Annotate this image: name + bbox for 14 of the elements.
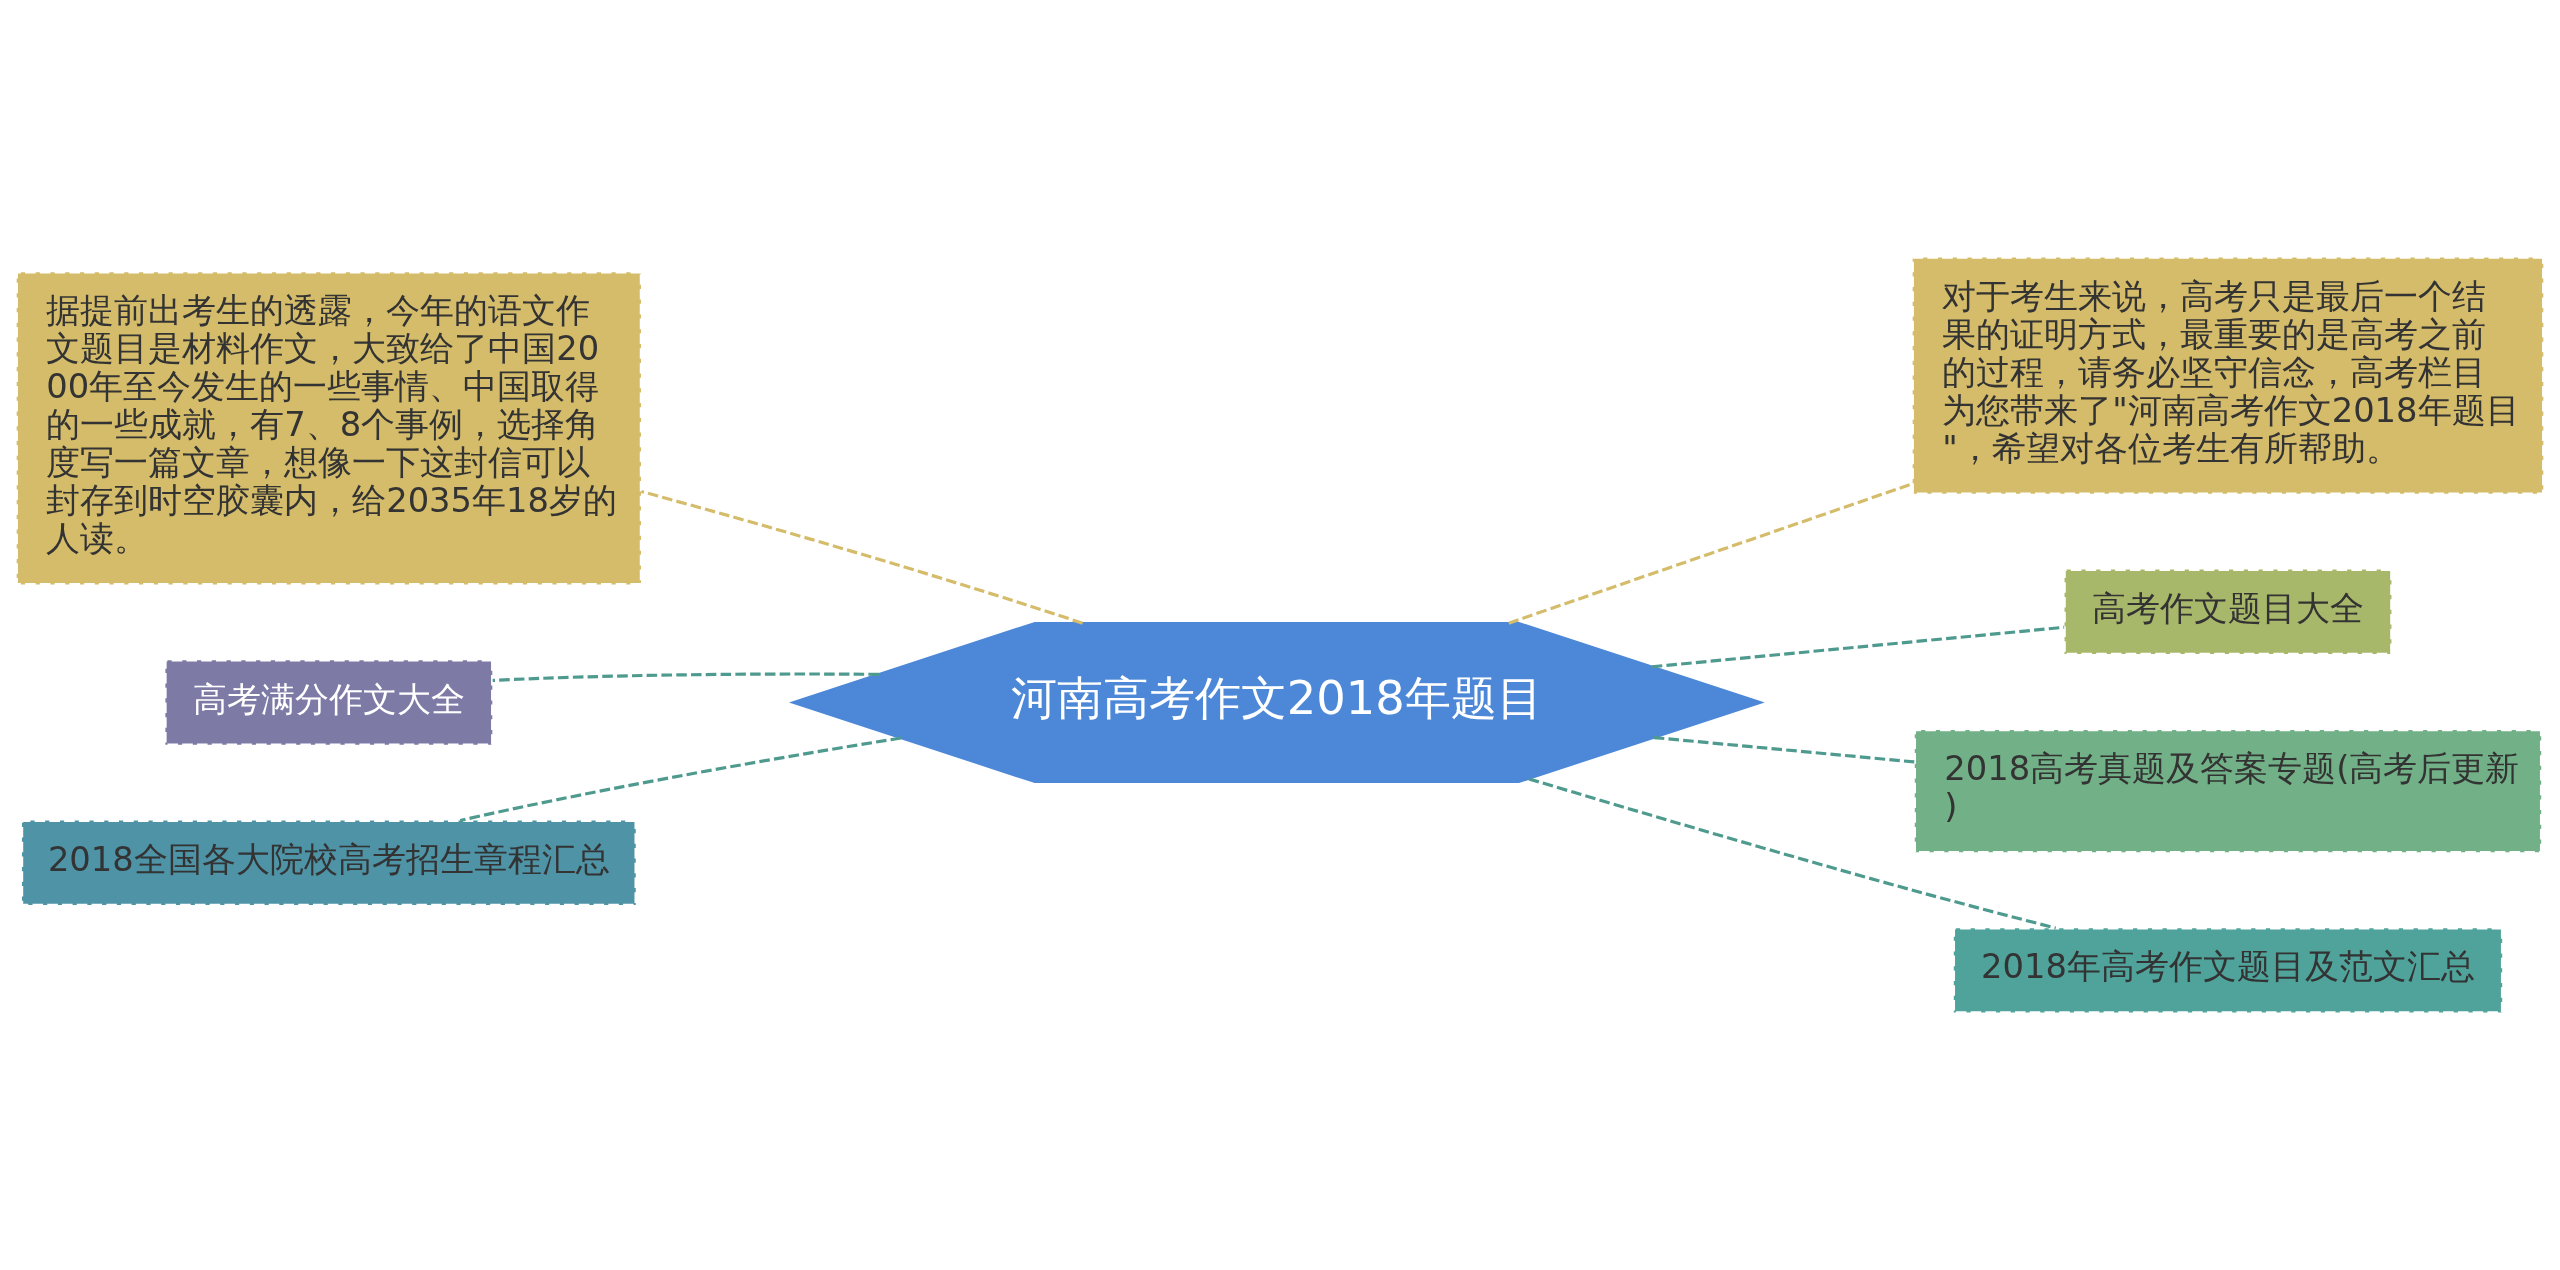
connector	[1508, 482, 1913, 625]
node-box: 高考满分作文大全	[164, 659, 494, 746]
node-box: 据提前出考生的透露，今年的语文作文题目是材料作文，大致给了中国2000年至今发生的一些事情、中国取得的一些成就，有7、8个事例，选择角度写一篇文章，想像一下这封信可以封存到时空胶囊内，给2035年18岁的人读。	[15, 270, 643, 586]
connector	[459, 736, 902, 823]
connector	[1528, 777, 2057, 930]
node-box: 2018全国各大院校高考招生章程汇总	[20, 819, 637, 907]
node-box: 对于考生来说，高考只是最后一个结果的证明方式，最重要的是高考之前的过程，请务必坚守信念，高考栏目为您带来了"河南高考作文2018年题目"，希望对各位考生有所帮助。	[1911, 256, 2545, 495]
node-box: 2018年高考作文题目及范文汇总	[1952, 926, 2504, 1014]
node-box: 2018高考真题及答案专题(高考后更新)	[1913, 728, 2543, 854]
connector	[492, 672, 879, 682]
connector	[1651, 625, 2065, 669]
connector	[640, 490, 1084, 625]
connector	[1653, 736, 1915, 764]
node-box: 高考作文题目大全	[2063, 568, 2393, 656]
